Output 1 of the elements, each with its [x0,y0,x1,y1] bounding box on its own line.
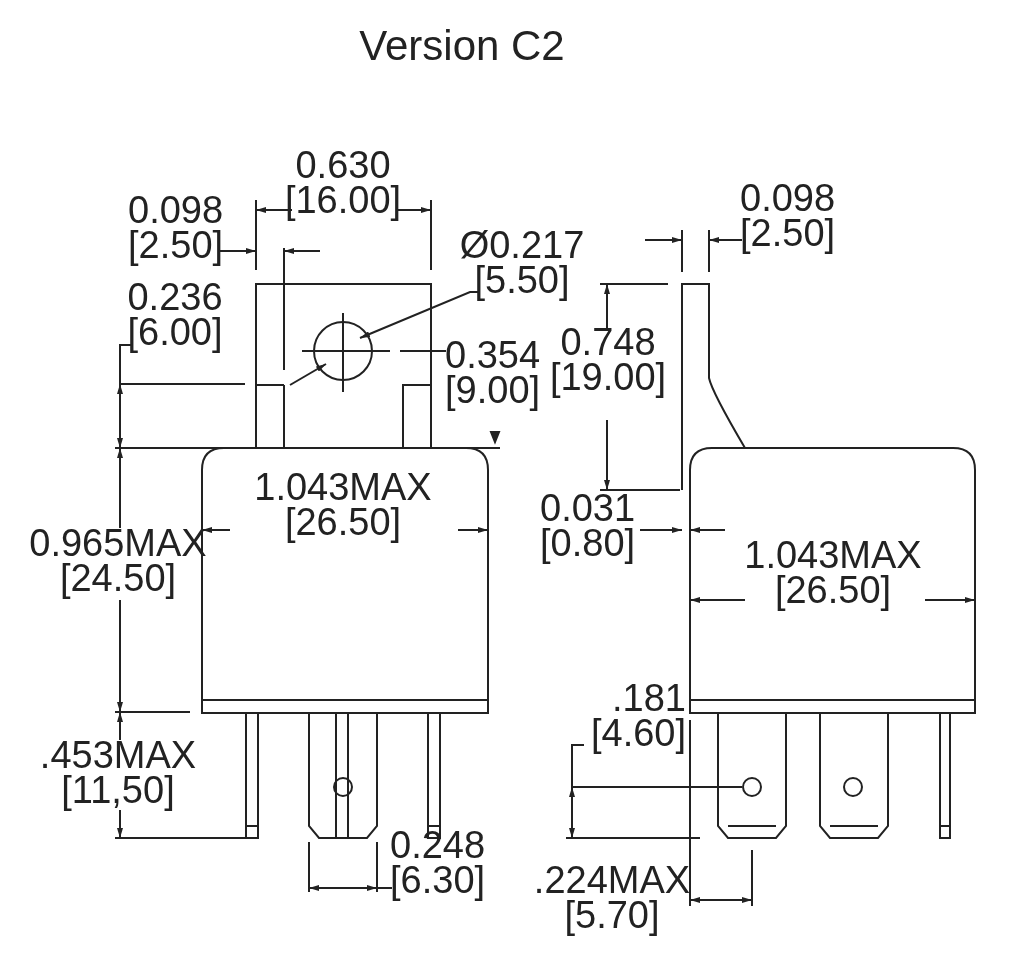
title: Version C2 [358,22,566,70]
